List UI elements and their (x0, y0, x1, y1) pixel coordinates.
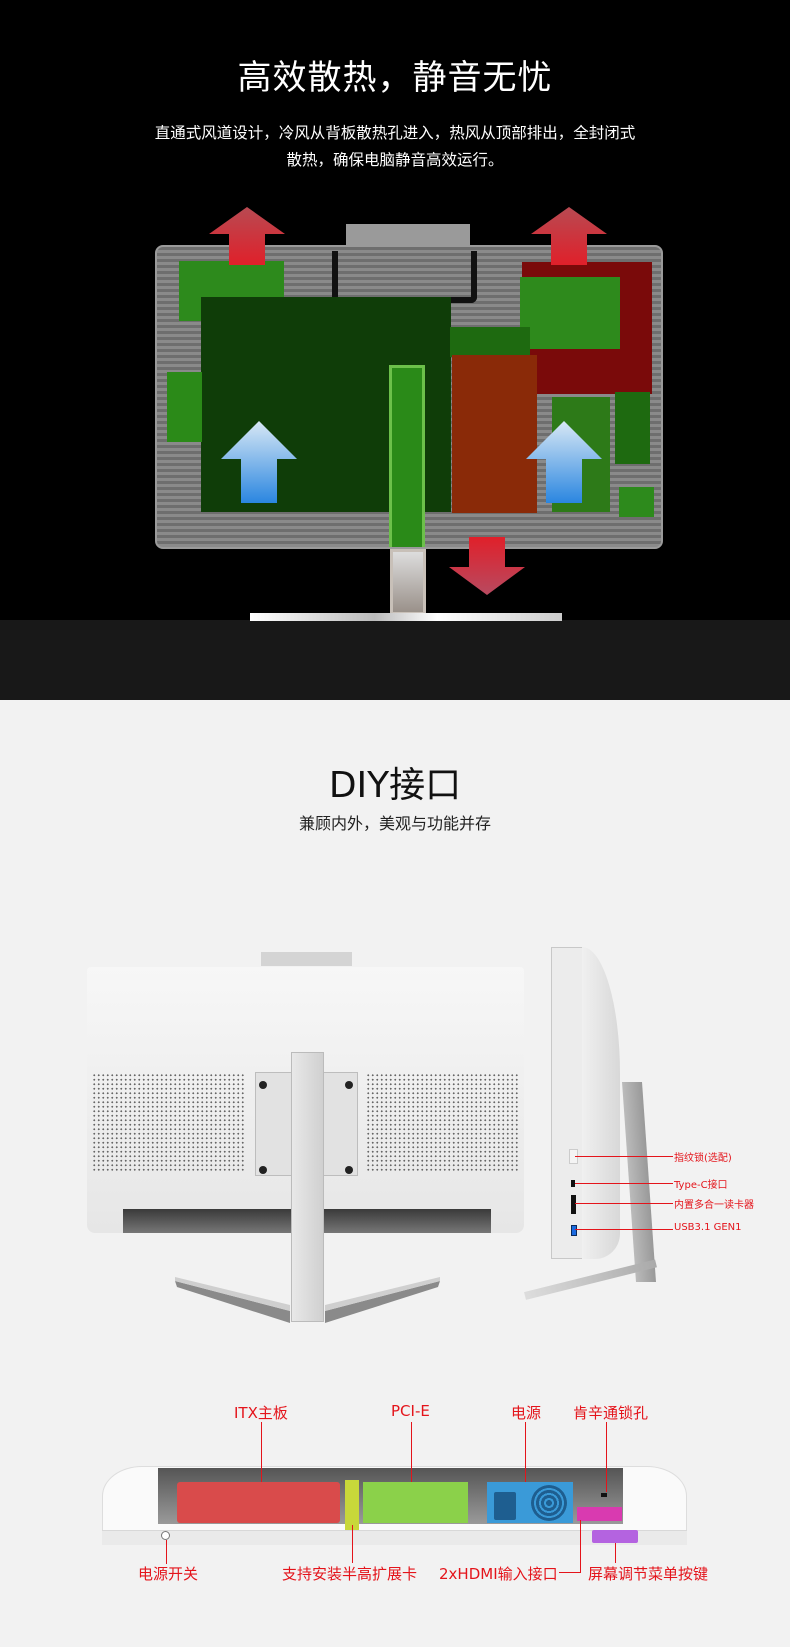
monitor-xray-illustration (155, 245, 663, 549)
vent-grille-left (92, 1073, 245, 1173)
cool-air-arrow-right-icon (526, 421, 602, 503)
hot-air-arrow-down-icon (449, 537, 525, 595)
callout-line (559, 1572, 581, 1573)
power-button[interactable] (161, 1531, 170, 1540)
diy-subtitle: 兼顾内外，美观与功能并存 (298, 814, 491, 833)
webcam-bar (261, 952, 352, 966)
callout-line (352, 1525, 353, 1563)
stand-neck (390, 549, 426, 615)
callout-fingerprint: 指纹锁(选配) (674, 1153, 732, 1164)
cooling-title: 高效散热，静音无忧 (237, 58, 553, 98)
board-right-upper-green (520, 277, 620, 349)
callout-line (606, 1422, 607, 1492)
expansion-bracket (345, 1480, 359, 1530)
psu-power-socket-icon (494, 1492, 516, 1520)
usb-port (571, 1225, 577, 1236)
pcie-card-bracket (363, 1482, 468, 1523)
card-reader-slot (571, 1195, 576, 1214)
vent-grille-right (366, 1073, 519, 1173)
callout-line (261, 1422, 262, 1482)
callout-line (615, 1543, 616, 1563)
vesa-screw-icon (259, 1081, 267, 1089)
kensington-lock-slot (601, 1493, 607, 1497)
heat-area-orange (452, 355, 537, 513)
cooling-description-line-2: 散热，确保电脑静音高效运行。 (286, 151, 504, 169)
stand-arm (291, 1052, 324, 1322)
hot-air-arrow-left-icon (209, 207, 285, 265)
board-left-small (167, 372, 202, 442)
stand-feet (175, 1277, 440, 1323)
itx-io-shield (177, 1482, 340, 1523)
board-far-right-bottom (619, 487, 654, 517)
label-psu: 电源 (511, 1404, 542, 1422)
label-hdmi: 2xHDMI输入接口 (439, 1565, 558, 1583)
callout-card-reader: 内置多合一读卡器 (674, 1200, 754, 1211)
label-itx-board: ITX主板 (234, 1404, 288, 1422)
side-shell (582, 947, 620, 1259)
callout-line (575, 1229, 673, 1230)
callout-line (580, 1520, 581, 1573)
board-mid-green (450, 327, 530, 357)
label-pcie: PCI-E (391, 1402, 430, 1420)
stand-side (622, 1082, 656, 1282)
callout-line (411, 1422, 412, 1482)
vesa-screw-icon (345, 1081, 353, 1089)
label-kensington: 肯辛通锁孔 (573, 1404, 649, 1422)
type-c-port (571, 1180, 575, 1187)
diy-title: DIY接口 (328, 765, 462, 806)
callout-line (525, 1422, 526, 1482)
side-bezel (551, 947, 583, 1259)
callout-usb: USB3.1 GEN1 (674, 1222, 742, 1233)
cooling-description-line-1: 直通式风道设计，冷风从背板散热孔进入，热风从顶部排出，全封闭式 (154, 124, 636, 142)
board-far-right (615, 392, 650, 464)
callout-line (575, 1203, 673, 1204)
callout-line (575, 1156, 673, 1157)
vesa-screw-icon (345, 1166, 353, 1174)
stand-bracket (332, 251, 477, 303)
cool-air-arrow-left-icon (221, 421, 297, 503)
hdmi-ports (577, 1507, 622, 1521)
label-half-height-card: 支持安装半高扩展卡 (282, 1565, 418, 1583)
cooling-description: 直通式风道设计，冷风从背板散热孔进入，热风从顶部排出，全封闭式 散热，确保电脑静… (0, 120, 790, 174)
stand-column-overlay (389, 365, 425, 547)
stand-base (250, 613, 562, 621)
menu-buttons[interactable] (592, 1530, 638, 1543)
hot-air-arrow-right-icon (531, 207, 607, 265)
vesa-screw-icon (259, 1166, 267, 1174)
callout-line (166, 1540, 167, 1564)
label-menu-buttons: 屏幕调节菜单按键 (588, 1565, 709, 1583)
callout-line (575, 1183, 673, 1184)
psu-fan-icon (531, 1485, 567, 1521)
section-divider-band (0, 620, 790, 700)
label-power-switch: 电源开关 (138, 1565, 199, 1583)
panel-base-strip (102, 1530, 687, 1545)
callout-type-c: Type-C接口 (674, 1180, 728, 1191)
